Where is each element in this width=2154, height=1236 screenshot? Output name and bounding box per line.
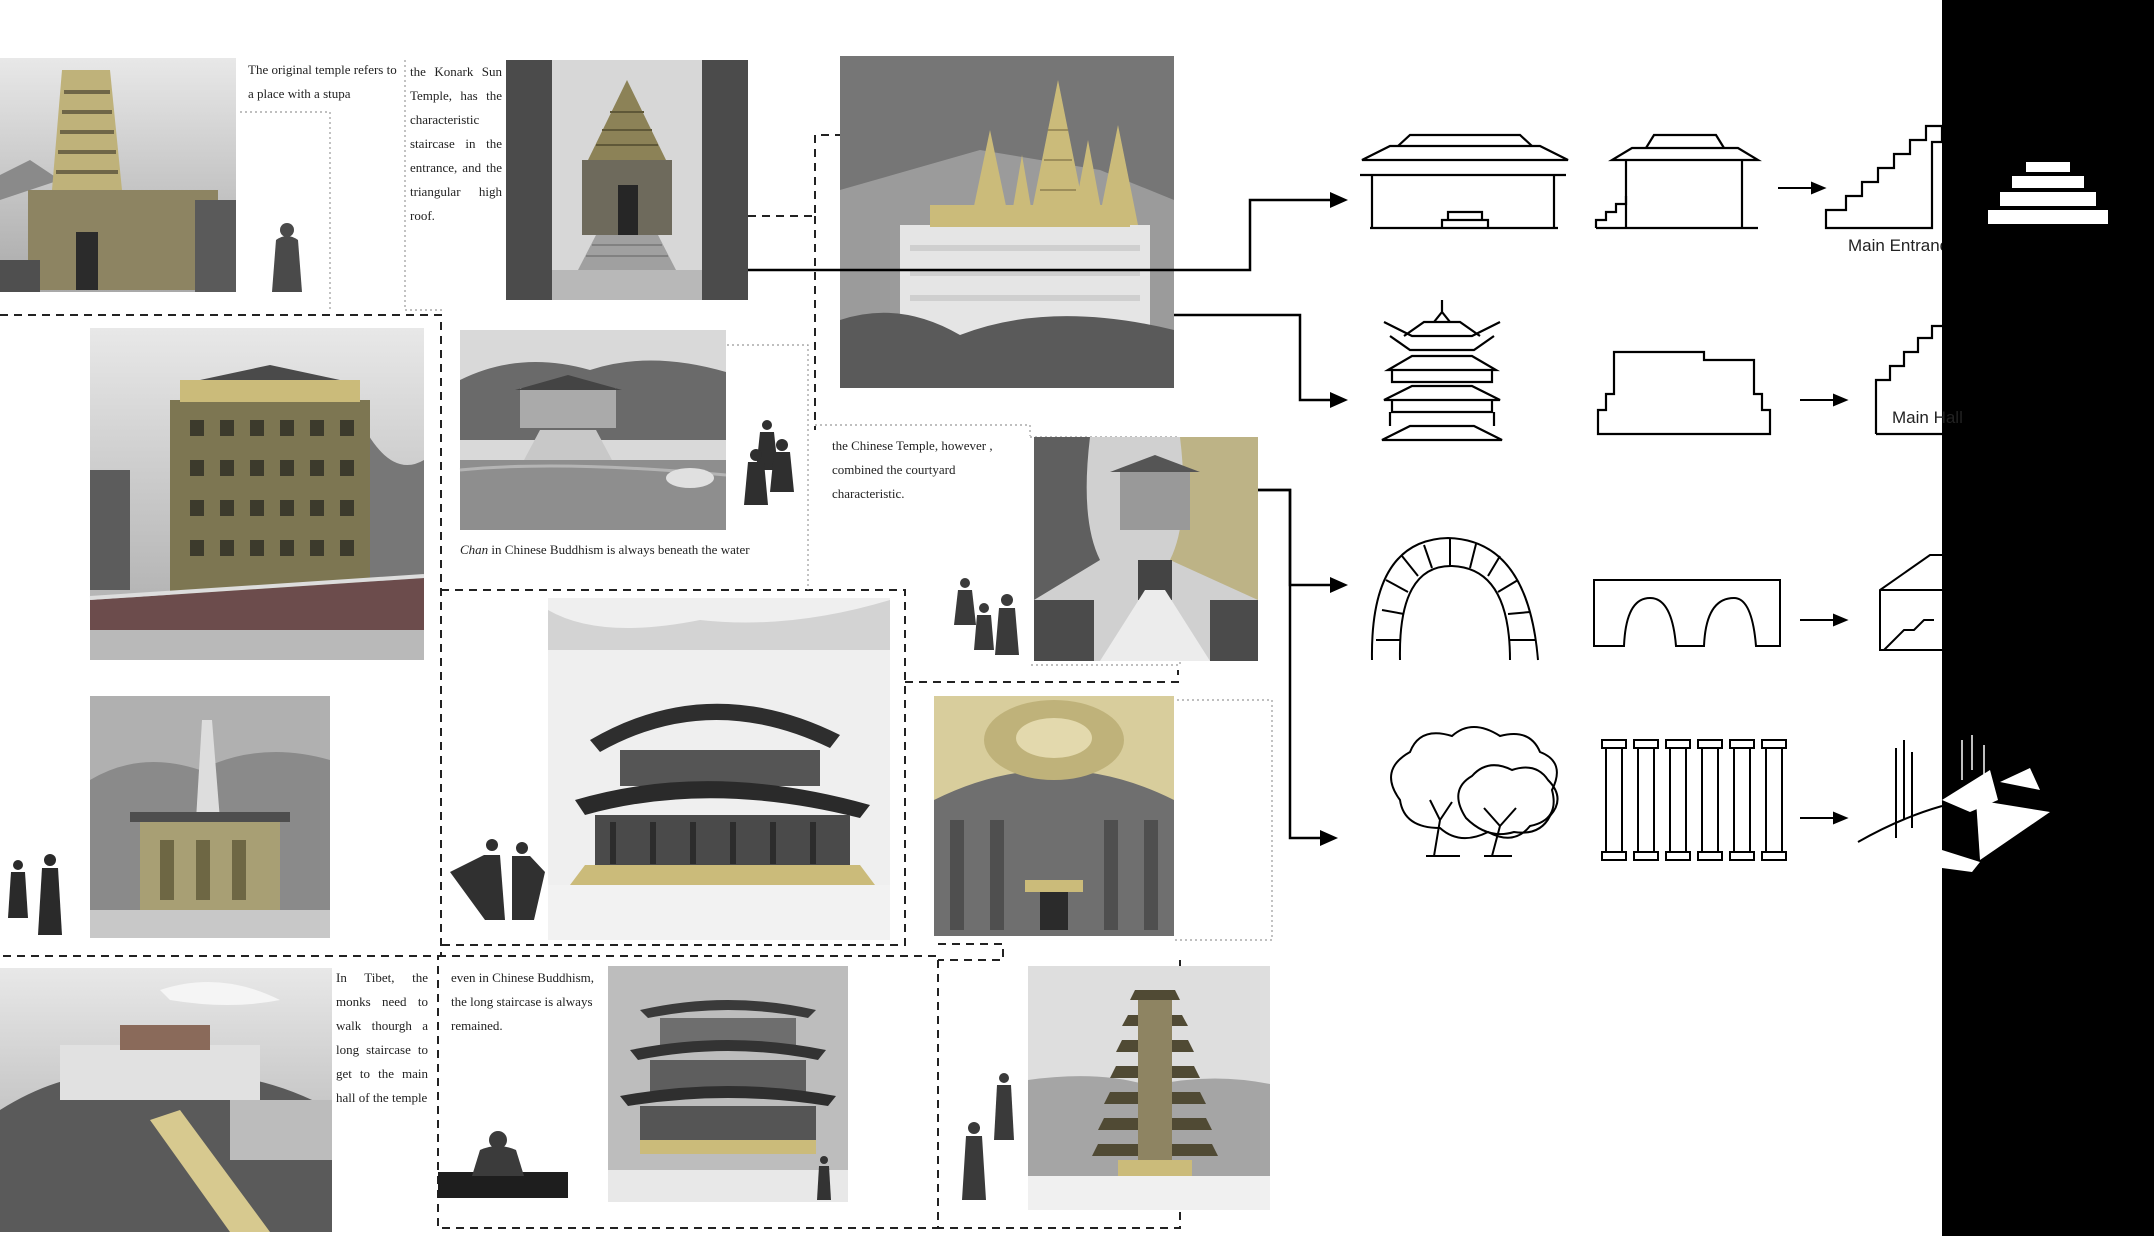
arrow-to-row-2 [1174, 313, 1340, 402]
photo-wooden-pavilion [548, 598, 890, 940]
dotted-konark [404, 60, 442, 311]
caption-chan-water: Chan in Chinese Buddhism is always benea… [460, 538, 790, 562]
abstract-white-lines [1961, 735, 1985, 780]
raised-platform-icon [1596, 350, 1772, 436]
caption-chan-word: Chan [460, 542, 489, 557]
arrow-to-row-3 [1258, 488, 1340, 587]
photo-chan-temple-water [459, 330, 727, 530]
frame-konark-link [748, 134, 842, 217]
frame-center-middle [441, 589, 906, 946]
axonometric-gate-icon [1879, 548, 2009, 651]
hall-roof-icon [1360, 133, 1569, 230]
monk-figure-1 [272, 223, 302, 292]
photo-golden-dome-interior [934, 696, 1174, 936]
label-main-hall: Main Hall [1892, 408, 1963, 427]
arrow-to-row-1 [748, 198, 1340, 272]
photo-wooden-pagoda [1028, 966, 1270, 1210]
photo-tibetan-tower [89, 328, 425, 660]
monk-group-7 [962, 1073, 1014, 1200]
arrow-heads [1320, 192, 1348, 846]
abstract-white-shards-icon [1942, 768, 2050, 872]
symbol-row-1 [1360, 124, 1944, 230]
label-main-entrance: Main Entrance [1848, 236, 1942, 255]
caption-long-staircase: even in Chinese Buddhism, the long stair… [451, 970, 594, 1033]
dotted-courtyard [815, 424, 1031, 436]
monk-group-4 [8, 854, 62, 935]
arrow-to-row-4 [1258, 488, 1330, 840]
photo-konark-sun-temple [506, 60, 748, 300]
caption-chan-rest: in Chinese Buddhism is always beneath th… [488, 542, 750, 557]
caption-chinese-courtyard: the Chinese Temple, however , combined t… [832, 438, 993, 501]
caption-konark-sun-temple: the Konark Sun Temple, has the character… [410, 64, 502, 223]
symbol-row-4 [1390, 726, 1943, 861]
tree-canopy-icon [1390, 726, 1559, 857]
stone-arch-icon [1370, 536, 1539, 661]
dotted-stupa [240, 111, 331, 310]
photo-potala-palace [0, 968, 332, 1232]
stacked-steps-icon [1988, 162, 2108, 224]
symbol-row-3 [1370, 536, 2009, 661]
step-arrows [1778, 181, 1849, 825]
caption-original-temple: The original temple refers to a place wi… [248, 62, 397, 101]
photo-multi-eave-pagoda [608, 966, 848, 1202]
photo-cliff-grotto [90, 696, 330, 938]
statue-icon [1999, 386, 2017, 431]
monk-seated-6 [438, 1131, 831, 1200]
monk-group-3 [954, 578, 1019, 655]
dotted-water [727, 344, 809, 590]
pagoda-tiers-icon [1381, 300, 1503, 442]
frame-left-column [0, 314, 442, 957]
double-arch-arcade-icon [1593, 579, 1781, 647]
flow-arrows [748, 198, 1340, 840]
stair-outline-icon [1824, 124, 1944, 230]
photo-chinese-courtyard [1034, 437, 1258, 661]
frame-dome-link [905, 670, 1179, 683]
photo-golden-stupa-temple [840, 56, 1174, 388]
main-hall-stair-icon [1874, 324, 2022, 436]
colonnade-icon [1601, 739, 1787, 861]
frame-bottom-link [938, 943, 1004, 961]
symbol-row-2 [1381, 300, 2022, 442]
dotted-dome [1172, 699, 1273, 941]
abstract-forest-path-icon [1857, 740, 1943, 843]
monk-group-2 [744, 420, 794, 505]
monk-pair-5 [450, 839, 545, 920]
hall-section-icon [1594, 133, 1762, 230]
caption-tibet-staircase: In Tibet, the monks need to walk thourgh… [336, 970, 428, 1105]
photo-gopuram-temple [0, 58, 236, 292]
